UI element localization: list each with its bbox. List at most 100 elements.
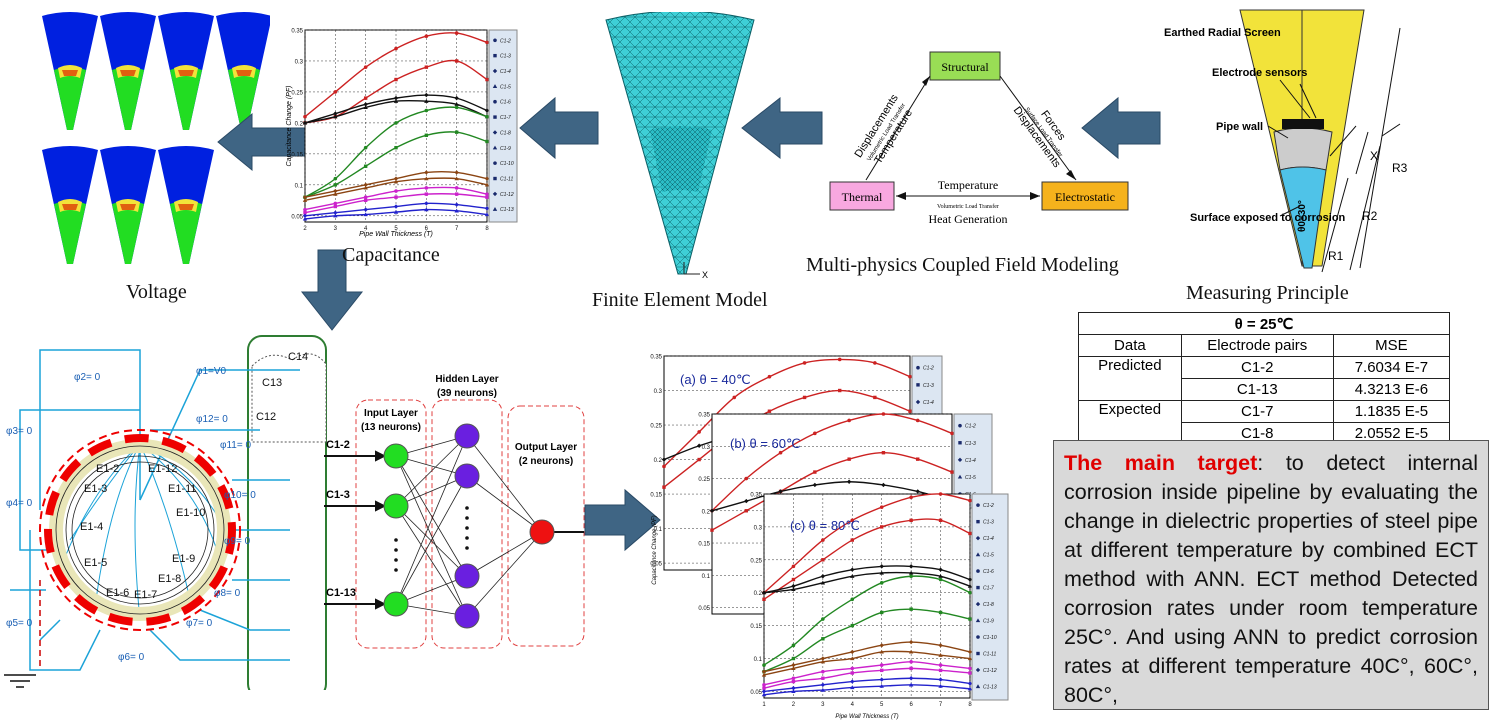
voltage-sector	[42, 146, 98, 264]
phi-label: φ12= 0	[196, 414, 228, 425]
data-point	[909, 495, 913, 500]
data-point	[454, 176, 459, 181]
data-point	[850, 518, 855, 523]
y-tick-label: 0.05	[291, 214, 303, 220]
main-target-box: The main target: to detect internal corr…	[1053, 440, 1489, 710]
series-line	[763, 518, 971, 600]
link-structural-electrostatic	[999, 75, 1077, 181]
data-point	[394, 189, 398, 193]
electrode-label: E1-8	[158, 573, 181, 585]
y-tick-label: 0.2	[702, 509, 711, 515]
data-point	[820, 659, 826, 664]
earthed-screen-label: Earthed Radial Screen	[1164, 27, 1281, 39]
structural-box	[929, 51, 1001, 81]
legend-label: C1-10	[983, 635, 997, 641]
legend-label: C1-4	[500, 69, 511, 75]
data-point	[850, 656, 855, 661]
voltage-sector	[42, 12, 98, 130]
data-point	[778, 450, 783, 455]
sensor-model: E1-2 E1-12 E1-11 E1-10 E1-9 E1-8 E1-7 E1…	[4, 335, 327, 690]
y-tick-label: 0.2	[654, 458, 663, 464]
data-point	[303, 114, 307, 119]
cap-network	[251, 353, 327, 443]
data-point	[761, 672, 767, 677]
data-point	[967, 681, 973, 686]
electrode-label: E1-6	[106, 587, 129, 599]
data-point	[761, 692, 767, 697]
data-point	[363, 212, 368, 217]
data-point	[697, 430, 701, 434]
data-point	[909, 518, 913, 523]
mse-pair: C1-2	[1180, 356, 1334, 379]
data-point	[363, 102, 368, 107]
electrode-label: E1-10	[176, 507, 205, 519]
data-point	[938, 663, 943, 667]
fem-axis-label: X	[702, 270, 708, 280]
x-tick-label: 5	[880, 702, 884, 708]
arrow-right	[584, 488, 661, 552]
data-point	[363, 164, 368, 168]
data-point	[363, 185, 368, 190]
data-point	[968, 531, 972, 536]
data-point	[762, 683, 766, 687]
data-point	[938, 677, 943, 682]
data-point	[761, 669, 767, 674]
data-point	[916, 457, 920, 461]
legend-label: C1-2	[500, 38, 511, 44]
y-tick-label: 0.3	[702, 445, 711, 451]
y-tick-label: 0.2	[754, 591, 763, 597]
y-tick-label: 0.35	[698, 413, 710, 419]
data-point	[821, 558, 825, 562]
cap-label: C13	[262, 377, 282, 389]
data-point	[744, 509, 748, 513]
legend-marker	[975, 552, 981, 557]
hidden-layer-label: Hidden Layer	[435, 374, 498, 385]
data-point	[837, 357, 842, 362]
legend-label: C1-4	[923, 400, 934, 406]
data-point	[968, 590, 972, 595]
mse-value: 7.6034 E-7	[1332, 356, 1451, 379]
data-point	[363, 65, 368, 69]
data-point	[333, 90, 338, 94]
data-point	[454, 31, 459, 35]
y-axis-label: Capacitance Change (PF)	[286, 86, 293, 167]
data-point	[850, 623, 854, 628]
temperature-bottom-label: Temperature	[938, 178, 998, 192]
phi-label: φ11= 0	[220, 440, 251, 451]
legend-label: C1-13	[983, 684, 997, 690]
electrode-label: E1-11	[168, 483, 197, 495]
thermal-label: Thermal	[842, 190, 883, 204]
data-point	[424, 207, 429, 212]
data-point	[802, 395, 807, 400]
data-point	[393, 209, 399, 214]
phi-label: φ4= 0	[6, 498, 33, 509]
data-point	[394, 46, 398, 51]
fem-mesh: X	[605, 12, 755, 280]
data-point	[710, 528, 714, 532]
data-point	[909, 607, 913, 611]
data-point	[393, 99, 399, 103]
data-point	[938, 668, 943, 673]
data-point	[879, 683, 884, 688]
data-point	[333, 183, 338, 187]
data-point	[847, 457, 851, 461]
data-point	[938, 610, 943, 615]
thermal-box	[829, 181, 895, 211]
data-point	[302, 120, 308, 125]
data-point	[938, 574, 943, 578]
legend-label: C1-6	[983, 569, 994, 575]
data-point	[363, 145, 368, 150]
data-point	[791, 676, 796, 681]
series-line	[663, 358, 911, 467]
data-point	[850, 685, 855, 690]
data-point	[394, 121, 398, 125]
main-target-lead: The main target	[1064, 451, 1258, 475]
data-point	[908, 676, 914, 681]
x-tick-label: 6	[909, 702, 913, 708]
multiphysics-caption: Multi-physics Coupled Field Modeling	[806, 254, 1119, 276]
legend-marker	[492, 84, 498, 88]
chart-legend	[971, 493, 1009, 701]
y-tick-label: 0.15	[650, 493, 662, 499]
mse-table: θ = 25℃ Data Electrode pairs MSE Predict…	[1078, 312, 1451, 445]
data-point	[821, 676, 825, 680]
